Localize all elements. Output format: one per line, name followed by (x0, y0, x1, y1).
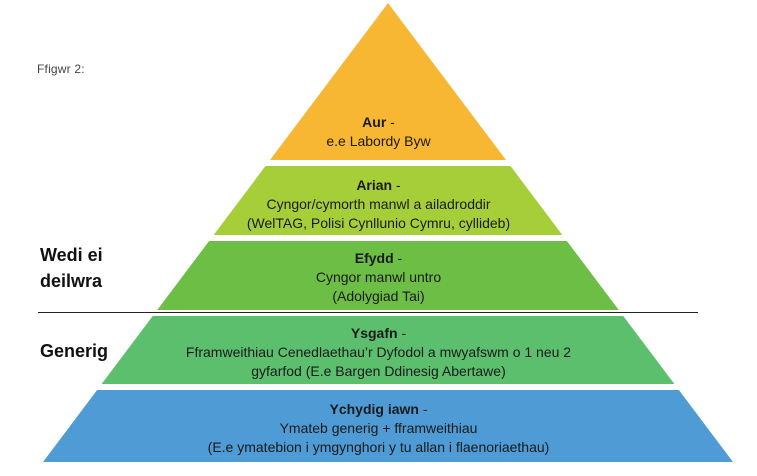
tier-light-band (101, 316, 675, 384)
tier-minimal-band (43, 390, 733, 462)
tier-minimal-line2: (E.e ymatebion i ymgynghori y tu allan i… (207, 439, 550, 455)
tier-bronze-name: Efydd (354, 250, 394, 266)
tier-bronze-text: Efydd - Cyngor manwl untro (Adolygiad Ta… (0, 249, 757, 306)
tier-gold-name: Aur (362, 114, 387, 130)
side-label-tailored-line1: Wedi ei (40, 245, 103, 265)
side-label-tailored-line2: deilwra (40, 271, 103, 291)
tier-gold-line1: e.e Labordy Byw (326, 133, 431, 149)
figure-label: Ffigwr 2: (37, 62, 85, 76)
tier-minimal-text: Ychydig iawn - Ymateb generig + fframwei… (0, 400, 757, 457)
tier-gold-band (269, 3, 507, 160)
tier-bronze-line1: Cyngor manwl untro (315, 269, 442, 285)
tier-divider-line (38, 312, 698, 313)
tier-light-name: Ysgafn (350, 325, 398, 341)
tier-silver-line2: (WelTAG, Polisi Cynllunio Cymru, cyllide… (246, 215, 511, 231)
side-label-tailored: Wedi ei deilwra (40, 242, 103, 294)
tier-light-line2: gyfarfod (E.e Bargen Ddinesig Abertawe) (251, 363, 506, 379)
tier-light-text: Ysgafn - Fframweithiau Cenedlaethau’r Dy… (0, 324, 757, 381)
tier-bronze-band (157, 241, 619, 310)
tier-light-line1: Fframweithiau Cenedlaethau’r Dyfodol a m… (185, 344, 572, 360)
tier-minimal-line1: Ymateb generig + fframweithiau (279, 420, 478, 436)
tier-gold-text: Aur - e.e Labordy Byw (0, 113, 757, 151)
tier-bronze-line2: (Adolygiad Tai) (332, 288, 425, 304)
tier-silver-name: Arian (356, 177, 393, 193)
tier-silver-band (213, 166, 563, 235)
tier-silver-text: Arian - Cyngor/cymorth manwl a ailadrodd… (0, 176, 757, 233)
side-label-generic: Generig (40, 341, 109, 361)
tier-silver-line1: Cyngor/cymorth manwl a ailadroddir (266, 196, 491, 212)
tier-minimal-name: Ychydig iawn (329, 401, 419, 417)
